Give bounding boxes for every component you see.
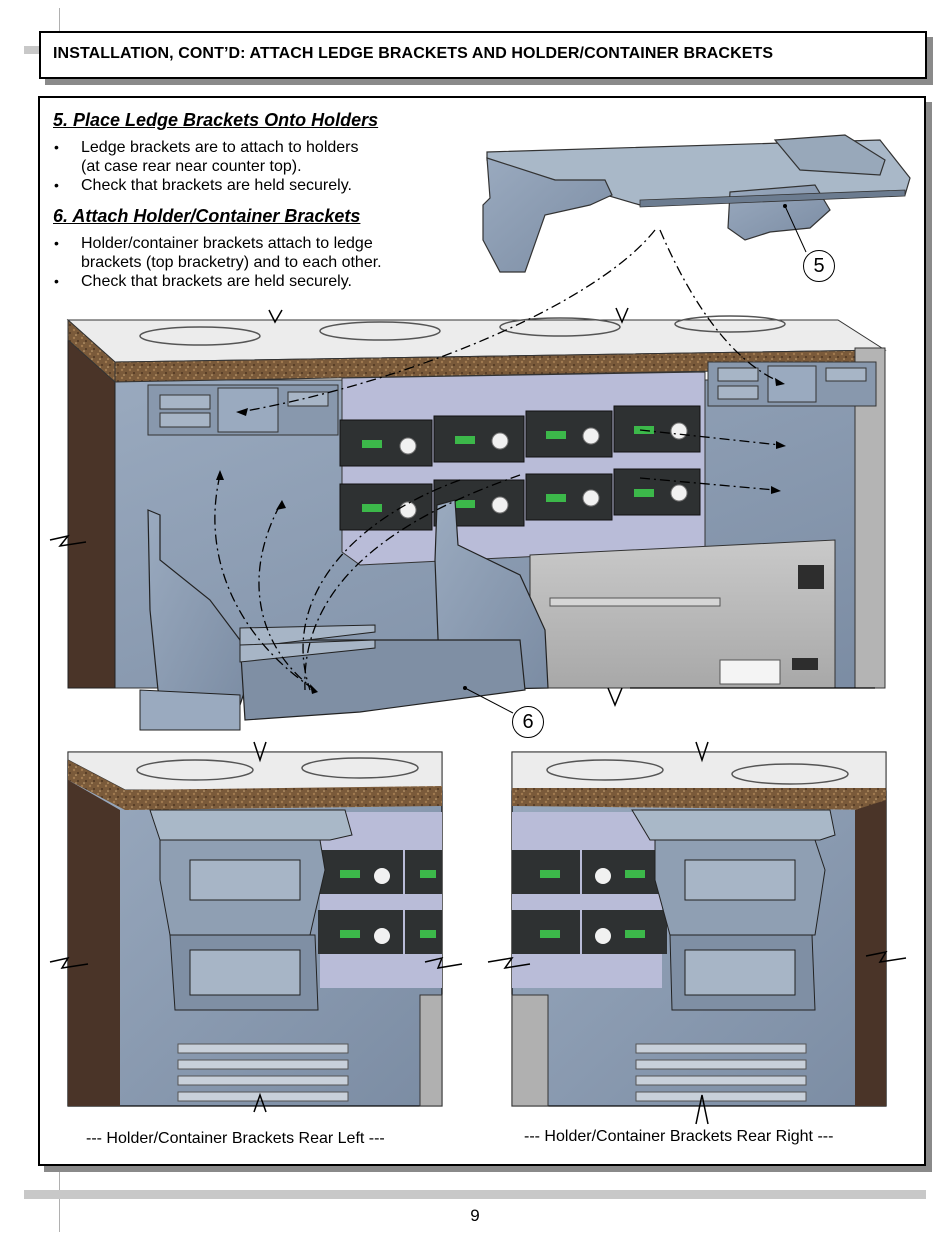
ledge-bracket-illustration xyxy=(482,134,911,273)
step6-bullets: Holder/container brackets attach to ledg… xyxy=(52,234,472,291)
step5-bullet-2-line1: Check that brackets are held securely. xyxy=(81,177,352,194)
caption-rear-right: --- Holder/Container Brackets Rear Right… xyxy=(524,1128,834,1145)
step6-bullet-1-line1: Holder/container brackets attach to ledg… xyxy=(81,235,373,252)
left-margin-line-bottom xyxy=(59,1170,60,1232)
callout-ledge-bracket: 5 xyxy=(803,250,835,282)
step6-bullet-2-line1: Check that brackets are held securely. xyxy=(81,273,352,290)
rear-left-detail-illustration xyxy=(49,741,463,1113)
bottom-gray-bar xyxy=(24,1190,926,1199)
callout-holder-bracket: 6 xyxy=(512,706,544,738)
section-header-text: INSTALLATION, CONT’D: ATTACH LEDGE BRACK… xyxy=(53,45,774,62)
step6-bullet-1: Holder/container brackets attach to ledg… xyxy=(52,234,472,272)
step5-title: 5. Place Ledge Brackets Onto Holders xyxy=(53,110,379,130)
cabinet-main-illustration xyxy=(49,229,887,731)
step6-bullet-2: Check that brackets are held securely. xyxy=(52,272,472,291)
step5-bullet-1-line1: Ledge brackets are to attach to holders xyxy=(81,139,359,156)
left-margin-line-top xyxy=(59,8,60,32)
section-header: INSTALLATION, CONT’D: ATTACH LEDGE BRACK… xyxy=(39,31,927,79)
rear-right-detail-illustration xyxy=(487,741,907,1125)
page-number: 9 xyxy=(470,1206,480,1225)
step6-title: 6. Attach Holder/Container Brackets xyxy=(53,206,361,226)
caption-rear-left: --- Holder/Container Brackets Rear Left … xyxy=(86,1130,385,1147)
step5-bullet-1: Ledge brackets are to attach to holders … xyxy=(52,138,452,176)
step5-bullet-1-line2: (at case rear near counter top). xyxy=(81,158,302,175)
step5-bullet-2: Check that brackets are held securely. xyxy=(52,176,452,195)
step5-bullets: Ledge brackets are to attach to holders … xyxy=(52,138,452,195)
step6-bullet-1-line2: brackets (top bracketry) and to each oth… xyxy=(81,254,382,271)
top-gray-bar xyxy=(24,46,40,54)
